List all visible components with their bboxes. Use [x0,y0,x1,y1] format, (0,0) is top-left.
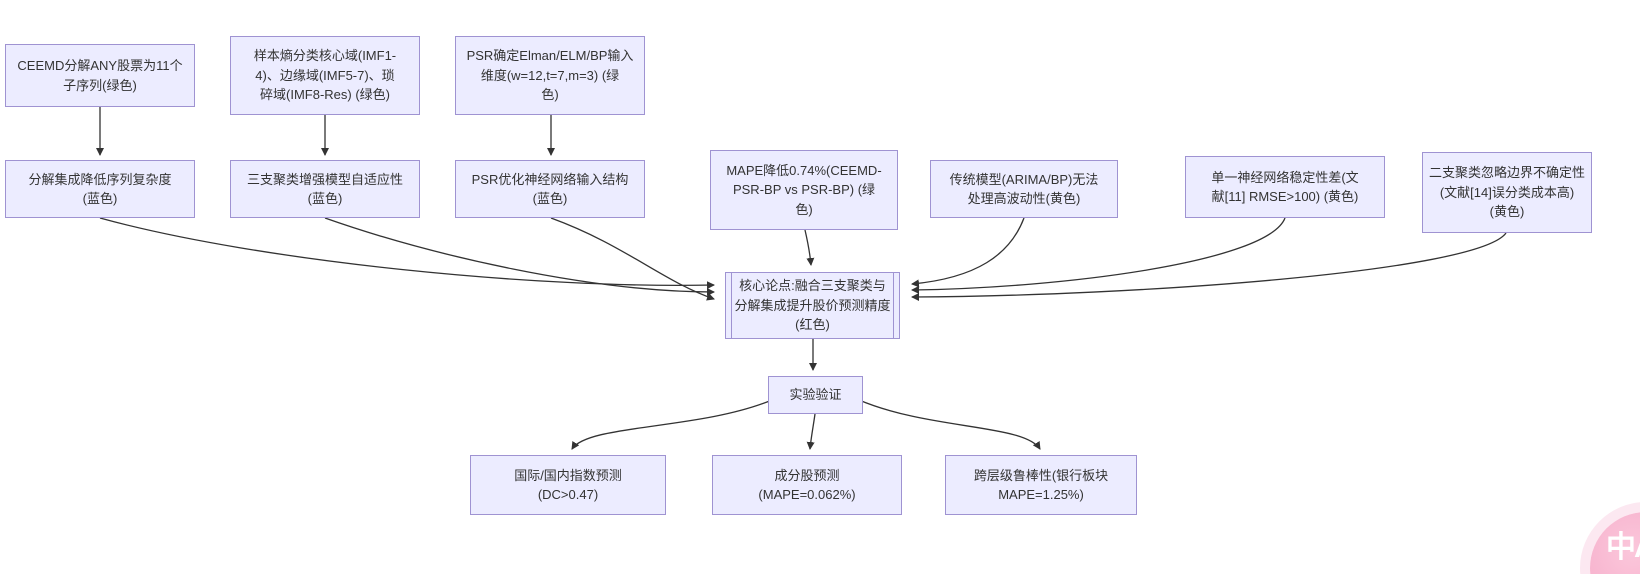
node-three-way-clustering-adaptivity: 三支聚类增强模型自适应性 (蓝色) [230,160,420,218]
node-index-prediction: 国际/国内指数预测 (DC>0.47) [470,455,666,515]
node-constituent-stock-prediction: 成分股预测 (MAPE=0.062%) [712,455,902,515]
node-ceemd-decomposition: CEEMD分解ANY股票为11个 子序列(绿色) [5,44,195,107]
node-decomposition-complexity: 分解集成降低序列复杂度 (蓝色) [5,160,195,218]
node-psr-input-dimension: PSR确定Elman/ELM/BP输入 维度(w=12,t=7,m=3) (绿 … [455,36,645,115]
node-psr-input-structure: PSR优化神经网络输入结构 (蓝色) [455,160,645,218]
node-core-thesis: 核心论点:融合三支聚类与 分解集成提升股价预测精度 (红色) [725,272,900,339]
node-mape-reduction: MAPE降低0.74%(CEEMD- PSR-BP vs PSR-BP) (绿 … [710,150,898,230]
translate-button[interactable]: 中A [1590,512,1640,574]
node-single-nn-instability: 单一神经网络稳定性差(文 献[11] RMSE>100) (黄色) [1185,156,1385,218]
node-two-way-clustering-limitation: 二支聚类忽略边界不确定性 (文献[14]误分类成本高) (黄色) [1422,152,1592,233]
node-traditional-model-limitation: 传统模型(ARIMA/BP)无法 处理高波动性(黄色) [930,160,1118,218]
node-cross-level-robustness: 跨层级鲁棒性(银行板块 MAPE=1.25%) [945,455,1137,515]
translate-button-label: 中A [1606,531,1640,564]
node-sample-entropy-classification: 样本熵分类核心域(IMF1- 4)、边缘域(IMF5-7)、琐 碎域(IMF8-… [230,36,420,115]
node-experimental-validation: 实验验证 [768,376,863,414]
